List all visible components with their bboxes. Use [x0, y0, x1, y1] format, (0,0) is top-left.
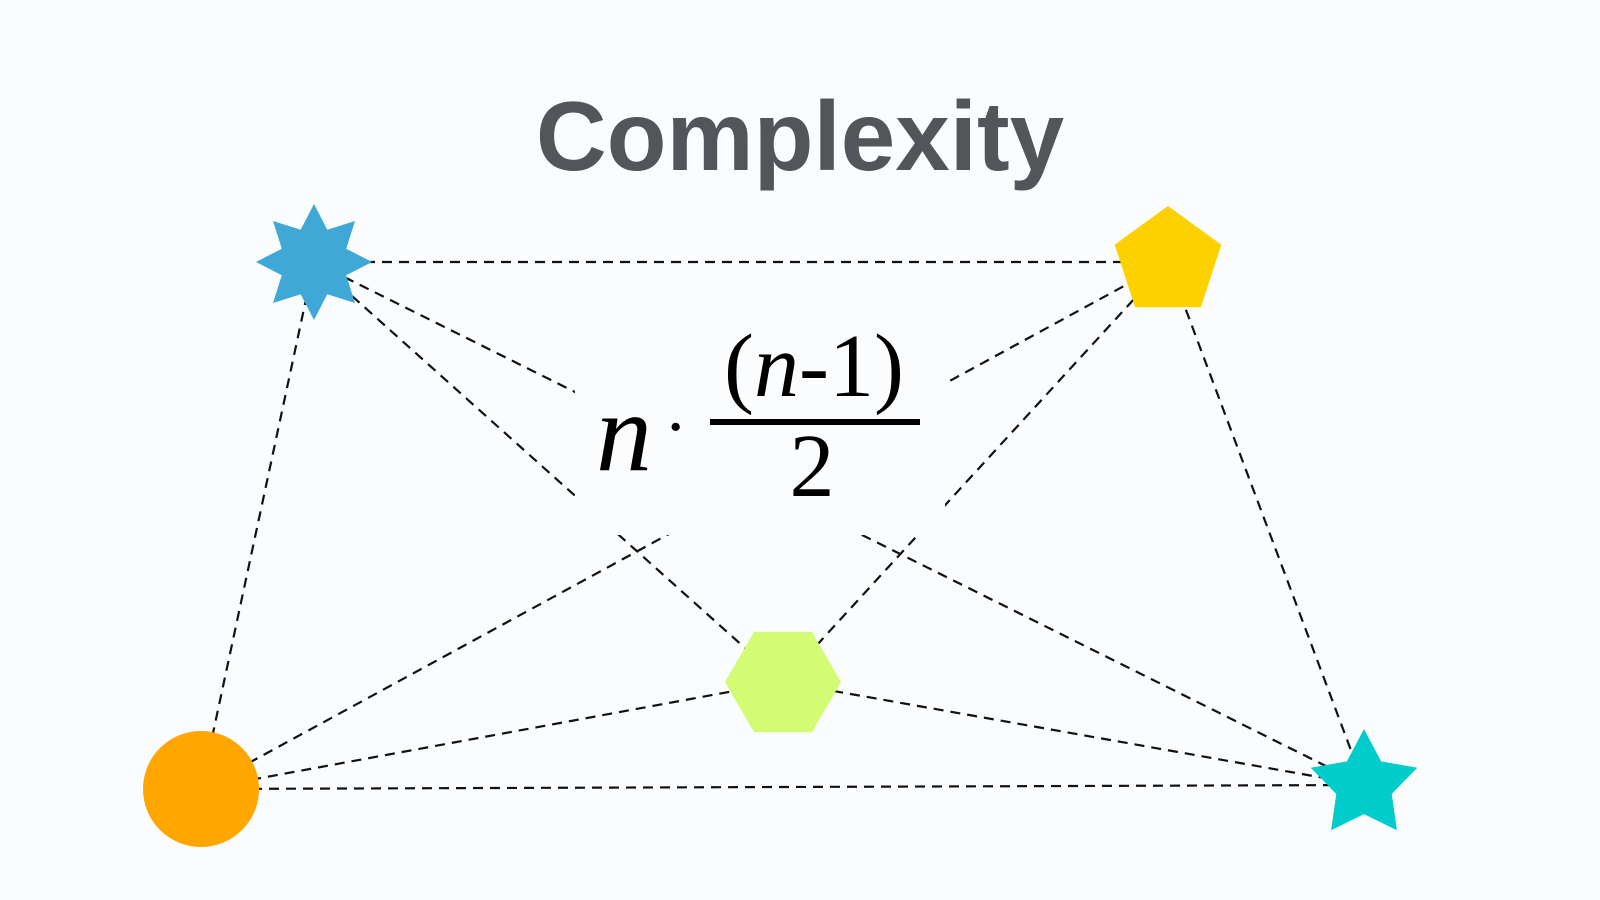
node-eight-point-star	[256, 204, 372, 320]
formula-multiply-dot: ·	[664, 389, 687, 466]
numerator-minus-one: -1	[799, 317, 874, 416]
node-circle	[143, 731, 259, 847]
edge-hexagon-star5	[782, 680, 1365, 787]
edge-star8-circle	[199, 261, 316, 790]
node-hexagon	[725, 631, 841, 733]
formula-variable-n: n	[596, 371, 652, 495]
fraction-bar	[710, 419, 920, 425]
formula: n · (n-1) 2	[596, 317, 920, 516]
edge-circle-hexagon	[200, 680, 784, 791]
numerator-open-paren: (	[724, 317, 754, 416]
formula-numerator: (n-1)	[724, 317, 904, 416]
numerator-variable-n: n	[754, 317, 799, 416]
formula-denominator: 2	[790, 417, 835, 516]
formula-backdrop	[575, 330, 945, 535]
node-layer	[143, 204, 1418, 847]
edge-pentagon-hexagon	[782, 261, 1169, 683]
numerator-close-paren: )	[874, 317, 904, 416]
edge-circle-star5	[200, 783, 1365, 791]
page-title: Complexity	[536, 81, 1064, 191]
node-pentagon	[1114, 206, 1222, 308]
edge-pentagon-star5	[1166, 261, 1366, 786]
edge-star8-hexagon	[313, 261, 784, 683]
node-five-point-star	[1310, 729, 1418, 831]
